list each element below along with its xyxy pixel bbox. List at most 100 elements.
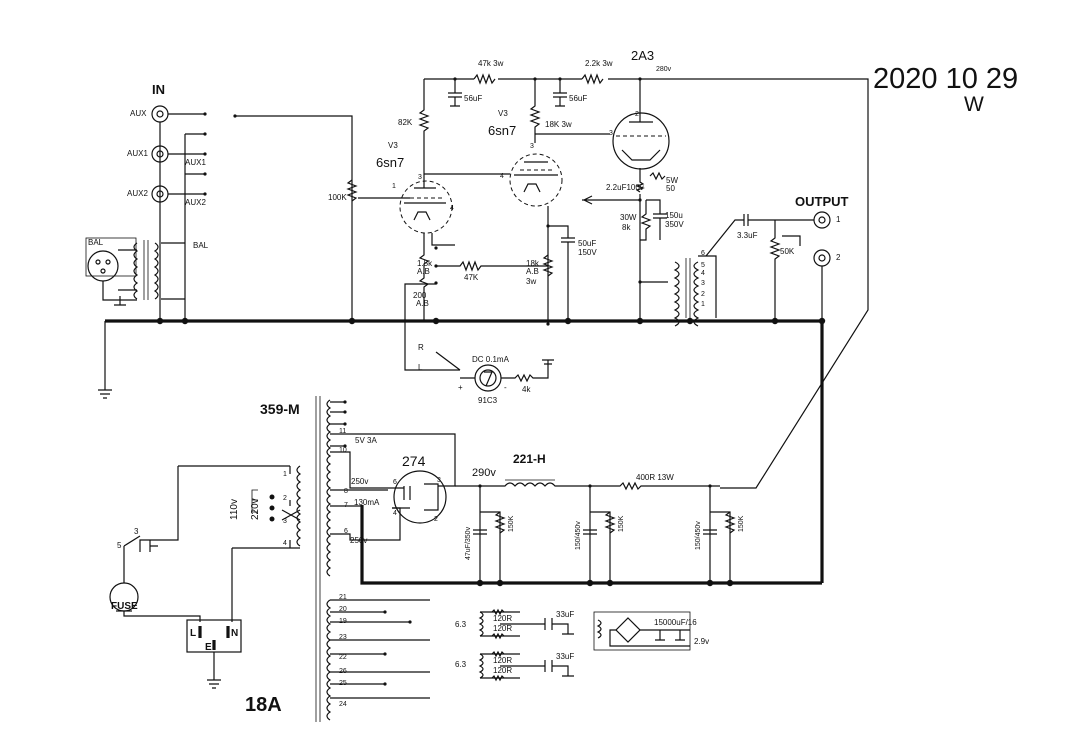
r-18k-3w	[529, 79, 541, 143]
cap-56uf-a	[448, 79, 462, 107]
aux-jack[interactable]	[151, 105, 169, 123]
power-switch[interactable]	[123, 535, 141, 547]
pt-pin-20: 20	[339, 606, 347, 613]
r-2k2-3w	[581, 73, 604, 85]
v3-2a3-tube[interactable]	[612, 79, 670, 170]
rectifier-274[interactable]	[392, 470, 447, 524]
r-47k-label: 47K	[464, 273, 479, 282]
r-18k-label: 18k	[526, 259, 540, 268]
v3-type: 2A3	[631, 48, 654, 63]
meter-plus: +	[458, 383, 463, 392]
r-22k3w-label: 2.2k 3w	[585, 59, 613, 68]
r-82k	[418, 79, 430, 178]
aux1-tag: AUX1	[185, 158, 206, 167]
filament-taps	[330, 599, 430, 699]
pt-pin-11: 11	[339, 428, 346, 435]
earth-ground	[207, 652, 221, 689]
input-wiring	[159, 113, 205, 321]
r-82k-label: 82K	[398, 118, 413, 127]
output-transformer-secondary	[693, 261, 700, 327]
transformer-label: 359-M	[260, 401, 300, 417]
volume-pot[interactable]	[346, 179, 358, 202]
pt-pin-8: 8	[344, 488, 348, 495]
bal-wiring	[102, 242, 185, 306]
r-47k-3w	[473, 73, 496, 85]
meter-r: 4k	[522, 385, 531, 394]
output-pot-label: 50K	[780, 247, 795, 256]
pt-pin-10: 10	[339, 447, 347, 454]
r-15k-label: 1.5k	[417, 259, 433, 268]
dc-filament-supply	[593, 611, 691, 651]
output-wiring	[705, 214, 823, 321]
ot-tap-5: 5	[701, 262, 705, 269]
power-transformer-secondary	[326, 399, 332, 577]
pt-pin-22: 22	[339, 654, 347, 661]
meter-sw-l: L	[418, 363, 423, 372]
output-title: OUTPUT	[795, 194, 849, 209]
label-130ma: 130mA	[354, 498, 380, 507]
mains-primary-wiring	[139, 465, 301, 552]
ot-tap-3: 3	[701, 280, 705, 287]
c1-label: 47uF/350v	[465, 526, 472, 560]
v1-cathode-chain	[418, 233, 430, 321]
r120-d: 120R	[493, 666, 512, 675]
v2-tube[interactable]	[424, 153, 563, 207]
v1-pin4: 4	[450, 205, 454, 212]
cap-56uf-b	[553, 79, 567, 107]
fil-2-resistors	[491, 650, 505, 682]
aux-label: AUX	[130, 109, 147, 118]
v1-pin3: 3	[418, 174, 422, 181]
c-50uf-b: 150V	[578, 248, 597, 257]
rect-pin-2: 2	[434, 516, 438, 523]
r120-b: 120R	[493, 624, 512, 633]
v1-tube[interactable]	[399, 178, 453, 234]
pt-pin-6: 6	[344, 528, 348, 535]
c33-a: 33uF	[556, 610, 574, 619]
r-100k-label: 100K	[328, 193, 347, 202]
meter-switch[interactable]	[404, 283, 461, 371]
in-title: IN	[152, 82, 165, 97]
v2-ref: V3	[498, 109, 508, 118]
meter-wiring	[460, 359, 554, 383]
output-transformer-primary	[673, 261, 680, 327]
bal-label: BAL	[88, 238, 104, 247]
bleeder-2	[604, 511, 616, 534]
date-text: 2020 10 29	[873, 63, 1018, 95]
pt-pin-23: 23	[339, 634, 347, 641]
output-transformer-core	[685, 258, 691, 318]
filter-cap-1	[473, 486, 501, 583]
r-5w-b: 50	[666, 184, 675, 193]
mains-tap-4: 4	[283, 540, 287, 547]
c-150u-b: 350V	[665, 220, 684, 229]
output-jack-1[interactable]	[813, 211, 831, 229]
label-220v: 220v	[250, 498, 261, 520]
mains-tap-3: 3	[283, 518, 287, 525]
label-5v3a: 5V 3A	[355, 436, 377, 445]
filter-chain	[455, 481, 720, 491]
fuse-to-mains	[123, 548, 233, 622]
date-sub: W	[964, 93, 984, 116]
mains-l: L	[190, 628, 196, 639]
volume-pot-wire	[235, 115, 353, 321]
c-150u-label: 150u	[665, 211, 683, 220]
v2-type: 6sn7	[488, 123, 516, 138]
power-transformer-core	[315, 396, 321, 722]
choke-label: 221-H	[513, 452, 546, 466]
c-50uf-label: 50uF	[578, 239, 596, 248]
fil-1-winding	[478, 611, 484, 637]
voltage-selector[interactable]	[251, 489, 275, 522]
meter-sw-r: R	[418, 343, 424, 352]
meter-minus: -	[504, 383, 507, 392]
label-110v: 110v	[229, 499, 240, 520]
fil-1-resistors	[491, 608, 505, 640]
c1r-label: 150K	[508, 515, 515, 532]
label-290v: 290v	[472, 467, 496, 479]
r-18k-c: 3w	[526, 277, 536, 286]
fil-1-label: 6.3	[455, 620, 467, 629]
output-jack-2[interactable]	[813, 249, 831, 267]
c33-b: 33uF	[556, 652, 574, 661]
v1-ref: V3	[388, 141, 398, 150]
c-56uf-b-label: 56uF	[569, 94, 587, 103]
c-56uf-a-label: 56uF	[464, 94, 482, 103]
r-5w-label: 5W	[666, 176, 678, 185]
